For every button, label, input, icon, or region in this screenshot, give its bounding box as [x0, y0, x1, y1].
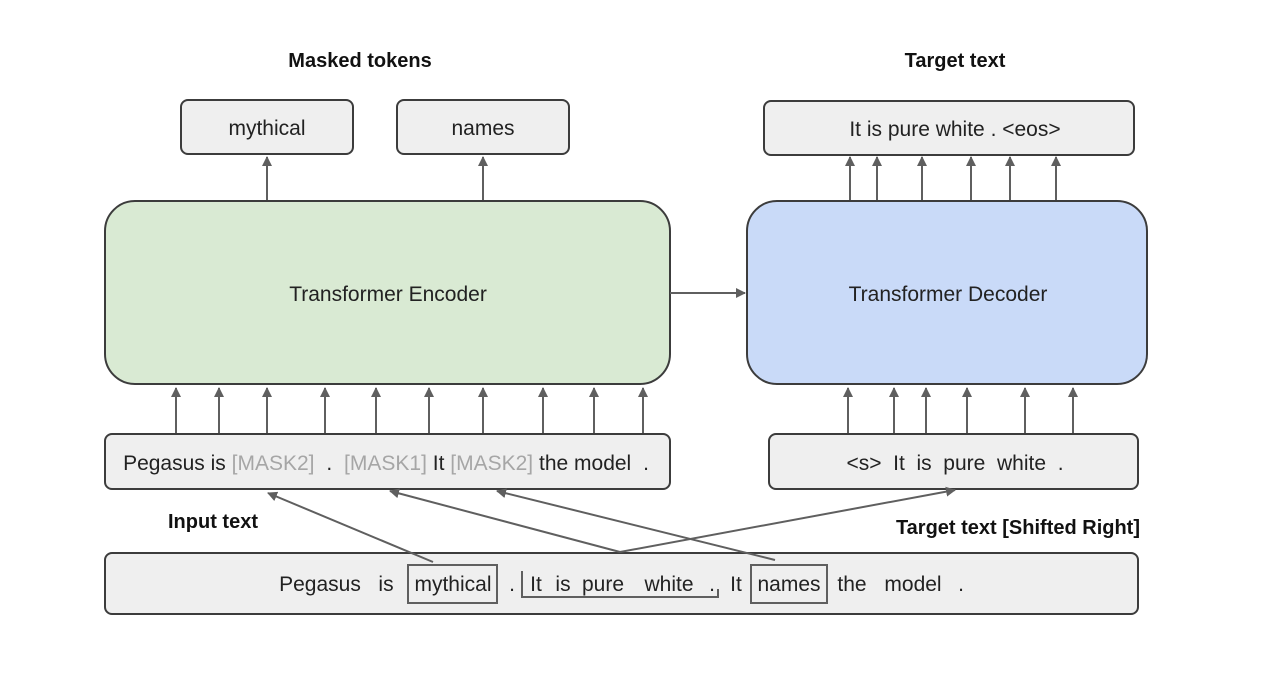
mythical-outline [407, 564, 498, 604]
masked-output-mythical-box: mythical [180, 99, 354, 155]
masked-output-names: names [451, 117, 514, 140]
masked-output-mythical: mythical [228, 117, 305, 140]
encoder-label: Transformer Encoder [289, 283, 487, 306]
enc-tok-mask1: [MASK1] [344, 452, 427, 475]
source-token: . [958, 573, 964, 596]
decoder-input-box: <s> It is pure white . [768, 433, 1139, 490]
enc-tok-it: It [433, 452, 445, 475]
target-text-header: Target text [905, 50, 1006, 72]
decoder-input-arrows [843, 387, 1078, 433]
encoder-output-arrows [262, 156, 488, 200]
source-token: It [730, 573, 742, 596]
source-token: the [837, 573, 866, 596]
enc-tok-period-b: . [643, 452, 649, 475]
source-token: It [530, 573, 542, 596]
source-token: Pegasus [279, 573, 361, 596]
source-token: white [643, 573, 693, 596]
target-shifted-header: Target text [Shifted Right] [896, 517, 1140, 539]
arrow-sentence-to-mask [389, 488, 621, 553]
source-token: is [378, 573, 393, 596]
target-output-box: It is pure white . <eos> [763, 100, 1135, 156]
arrow-mythical-to-mask1 [267, 491, 434, 563]
arrow-names-to-mask2 [496, 488, 776, 561]
masked-tokens-header: Masked tokens [288, 50, 431, 72]
enc-tok-period-a: . [326, 452, 332, 475]
masked-output-names-box: names [396, 99, 570, 155]
target-output-text: It is pure white . <eos> [849, 118, 1060, 141]
decoder-output-arrows [845, 156, 1061, 200]
arrow-sentence-to-decoder [619, 486, 956, 553]
enc-tok-mask2-b: [MASK2] [450, 452, 533, 475]
source-to-input-arrows [267, 486, 956, 563]
decoder-label: Transformer Decoder [849, 283, 1048, 306]
encoder-input-box: Pegasus is [MASK2] . [MASK1] It [MASK2] … [104, 433, 671, 490]
names-outline [750, 564, 828, 604]
source-token: is [555, 573, 570, 596]
decoder-input-text: <s> It is pure white . [846, 452, 1063, 475]
encoder-input-text: Pegasus is [MASK2] . [MASK1] It [MASK2] … [123, 452, 649, 475]
source-token: . [509, 573, 515, 596]
source-token: pure [582, 573, 624, 596]
transformer-decoder: Transformer Decoder [746, 200, 1148, 385]
source-token: names [757, 573, 820, 596]
encoder-input-arrows [171, 387, 648, 433]
enc-tok-pegasus-is: Pegasus is [123, 452, 226, 475]
input-text-header: Input text [168, 511, 258, 533]
source-token: . [709, 573, 715, 596]
source-token: mythical [414, 573, 491, 596]
enc-tok-mask2-a: [MASK2] [232, 452, 315, 475]
transformer-encoder: Transformer Encoder [104, 200, 671, 385]
source-token: model [884, 573, 941, 596]
sentence-bracket [521, 571, 719, 598]
enc-tok-the-model: the model [539, 452, 631, 475]
